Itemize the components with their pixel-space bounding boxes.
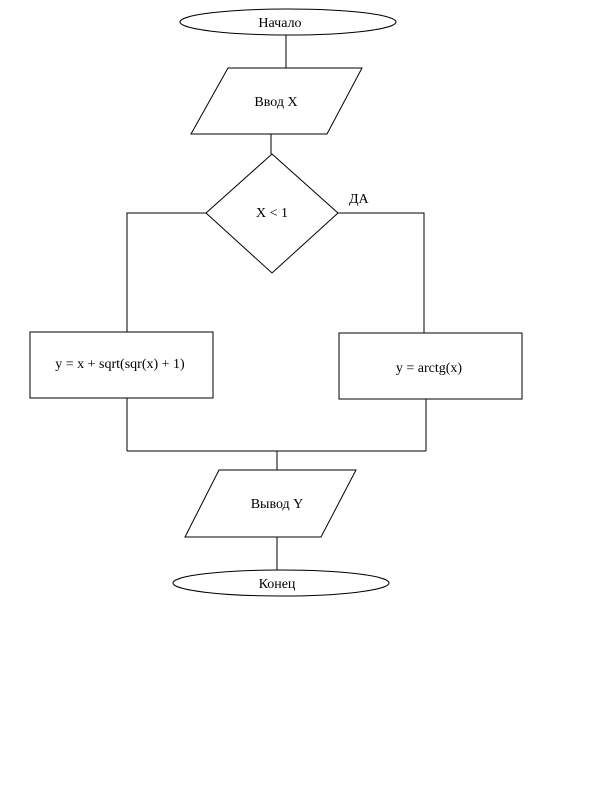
- connector-condition-right-yes: [338, 212, 425, 333]
- left-process-rect: [29, 331, 214, 399]
- end-terminator: Конец: [172, 569, 390, 597]
- condition-block: X < 1: [205, 153, 339, 274]
- end-ellipse: [172, 569, 390, 597]
- output-block: Вывод Y: [184, 469, 357, 538]
- right-process-label: y = arctg(x): [396, 361, 463, 376]
- connectors: [126, 35, 427, 570]
- start-label: Начало: [258, 16, 301, 31]
- input-parallelogram: [190, 67, 363, 135]
- end-label: Конец: [259, 577, 296, 592]
- condition-diamond: [205, 153, 339, 274]
- yes-branch-label: ДА: [349, 192, 370, 207]
- left-process-label: y = x + sqrt(sqr(x) + 1): [55, 357, 185, 372]
- input-block: Ввод X: [190, 67, 363, 135]
- right-process-block: y = arctg(x): [338, 332, 523, 400]
- condition-label: X < 1: [256, 206, 288, 221]
- right-process-rect: [338, 332, 523, 400]
- left-process-block: y = x + sqrt(sqr(x) + 1): [29, 331, 214, 399]
- output-label: Вывод Y: [251, 497, 304, 512]
- start-terminator: Начало: [179, 8, 397, 36]
- input-label: Ввод X: [254, 95, 297, 110]
- output-parallelogram: [184, 469, 357, 538]
- connector-condition-left: [126, 212, 206, 332]
- start-ellipse: [179, 8, 397, 36]
